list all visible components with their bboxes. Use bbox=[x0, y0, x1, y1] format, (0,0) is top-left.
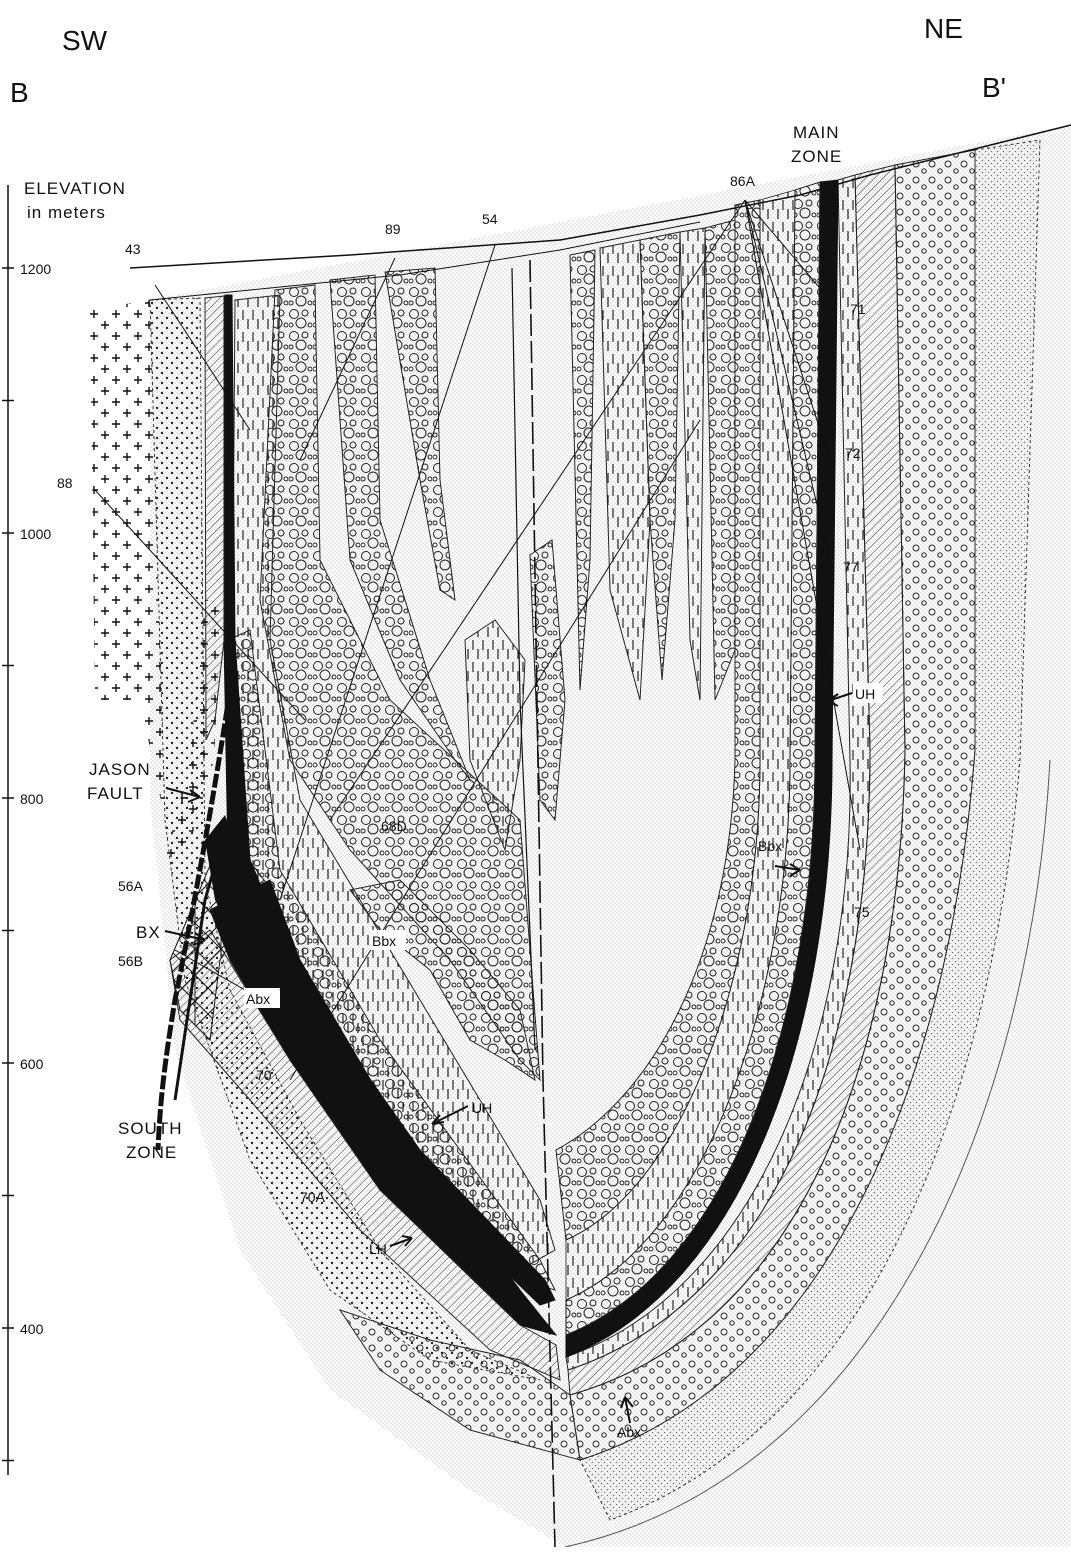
south-zone-label-2: ZONE bbox=[126, 1143, 177, 1162]
drill-hole-label-89: 89 bbox=[385, 221, 401, 237]
drill-hole-label-72: 72 bbox=[845, 445, 861, 461]
section-label-b-prime: B' bbox=[982, 72, 1006, 103]
drill-hole-label-86a: 86A bbox=[730, 173, 756, 189]
jason-fault-label: JASON bbox=[89, 760, 151, 779]
main-zone-label: MAIN bbox=[793, 123, 840, 142]
drill-hole-label-43: 43 bbox=[125, 241, 141, 257]
unit-label-abx-left: Abx bbox=[246, 991, 270, 1007]
elevation-axis-units: in meters bbox=[27, 203, 106, 222]
main-zone-label-2: ZONE bbox=[791, 147, 842, 166]
drill-hole-label-54: 54 bbox=[482, 211, 498, 227]
unit-label-bbx-center: Bbx bbox=[372, 933, 396, 949]
drill-hole-label-56b: 56B bbox=[118, 953, 143, 969]
elevation-tick-label: 1000 bbox=[20, 526, 51, 542]
elevation-tick-label: 1200 bbox=[20, 261, 51, 277]
drill-hole-label-68d: 68D bbox=[381, 818, 407, 834]
unit-label-uh-left: UH bbox=[472, 1100, 492, 1116]
elevation-tick-label: 800 bbox=[20, 791, 44, 807]
south-zone-label: SOUTH bbox=[118, 1119, 183, 1138]
drill-hole-label-70a: 70A bbox=[300, 1189, 326, 1205]
drill-hole-label-75: 75 bbox=[854, 904, 870, 920]
unit-label-lh: LH bbox=[369, 1241, 387, 1257]
elevation-tick-label: 600 bbox=[20, 1056, 44, 1072]
unit-label-bbx-right: Bbx bbox=[758, 838, 782, 854]
direction-ne: NE bbox=[924, 13, 963, 44]
elevation-ticks: 1200 1000 800 600 400 bbox=[2, 261, 51, 1461]
drill-hole-label-77: 77 bbox=[843, 559, 859, 575]
unit-label-uh-right: UH bbox=[855, 686, 875, 702]
drill-hole-label-71: 71 bbox=[850, 301, 866, 317]
direction-sw: SW bbox=[62, 25, 108, 56]
jason-fault-label-2: FAULT bbox=[87, 784, 144, 803]
drill-hole-label-56a: 56A bbox=[118, 878, 144, 894]
section-label-b: B bbox=[10, 77, 29, 108]
elevation-axis-title: ELEVATION bbox=[24, 179, 126, 198]
drill-hole-label-88: 88 bbox=[57, 475, 73, 491]
elevation-tick-label: 400 bbox=[20, 1321, 44, 1337]
unit-label-bx: BX bbox=[136, 923, 161, 942]
drill-hole-label-70: 70 bbox=[256, 1067, 272, 1083]
unit-label-abx-bottom: Abx bbox=[617, 1424, 641, 1440]
